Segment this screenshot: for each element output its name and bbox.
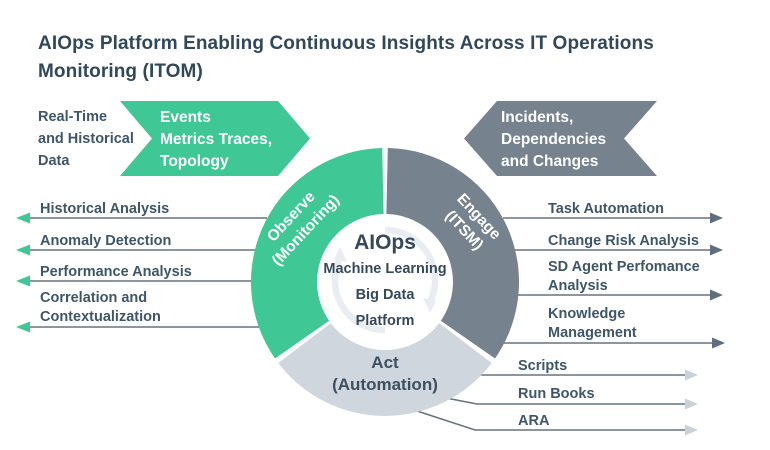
right-arrowhead-3 (710, 289, 723, 301)
right-arrowhead-5 (685, 369, 698, 381)
right-arrowhead-4 (712, 337, 725, 349)
right-arrowhead-2 (710, 244, 723, 256)
hub-text-block: AIOps Machine Learning Big Data Platform (300, 229, 470, 334)
left-arrowhead-3 (16, 275, 30, 287)
left-arrowhead-2 (16, 244, 30, 256)
output-historical-analysis: Historical Analysis (40, 201, 170, 217)
hub-line-big-data: Big Data (355, 287, 415, 303)
run-books-line (445, 397, 685, 405)
output-change-risk-analysis: Change Risk Analysis (548, 233, 699, 249)
output-knowledge-management: Knowledge Management (548, 306, 637, 341)
incidents-banner-shape (464, 101, 657, 176)
left-arrowhead-4 (16, 321, 30, 333)
hub-line-platform: Platform (355, 313, 415, 329)
output-correlation-contextualization: Correlation and Contextualization (40, 290, 161, 325)
cycle-arrows-icon (331, 226, 439, 334)
output-run-books: Run Books (518, 386, 595, 402)
hub-line-machine-learning: Machine Learning (323, 261, 447, 277)
right-arrowhead-7 (685, 424, 698, 436)
incidents-banner-text: Incidents, Dependencies and Changes (501, 109, 607, 170)
output-ara: ARA (518, 413, 550, 429)
output-performance-analysis: Performance Analysis (40, 264, 192, 280)
output-task-automation: Task Automation (548, 201, 665, 217)
act-segment-label: Act (Automation) (332, 353, 438, 394)
output-sd-agent-performance: SD Agent Perfomance Analysis (548, 259, 700, 294)
events-metrics-banner-text: Events Metrics Traces, Topology (160, 109, 273, 170)
act-segment (278, 323, 492, 416)
page-title-line-2: Monitoring (ITOM) (38, 61, 203, 82)
right-arrowhead-1 (710, 212, 723, 224)
events-metrics-banner-shape (120, 101, 310, 176)
engage-segment (386, 148, 520, 359)
output-anomaly-detection: Anomaly Detection (40, 233, 172, 249)
right-arrowhead-6 (685, 398, 698, 410)
ara-line (413, 409, 685, 431)
input-source-label: Real-Time and Historical Data (38, 109, 134, 169)
left-arrowhead-1 (16, 212, 30, 224)
output-scripts: Scripts (518, 358, 568, 374)
hub-title: AIOps (354, 231, 416, 254)
observe-segment (250, 148, 384, 359)
page-title-line-1: AIOps Platform Enabling Continuous Insig… (38, 33, 654, 54)
